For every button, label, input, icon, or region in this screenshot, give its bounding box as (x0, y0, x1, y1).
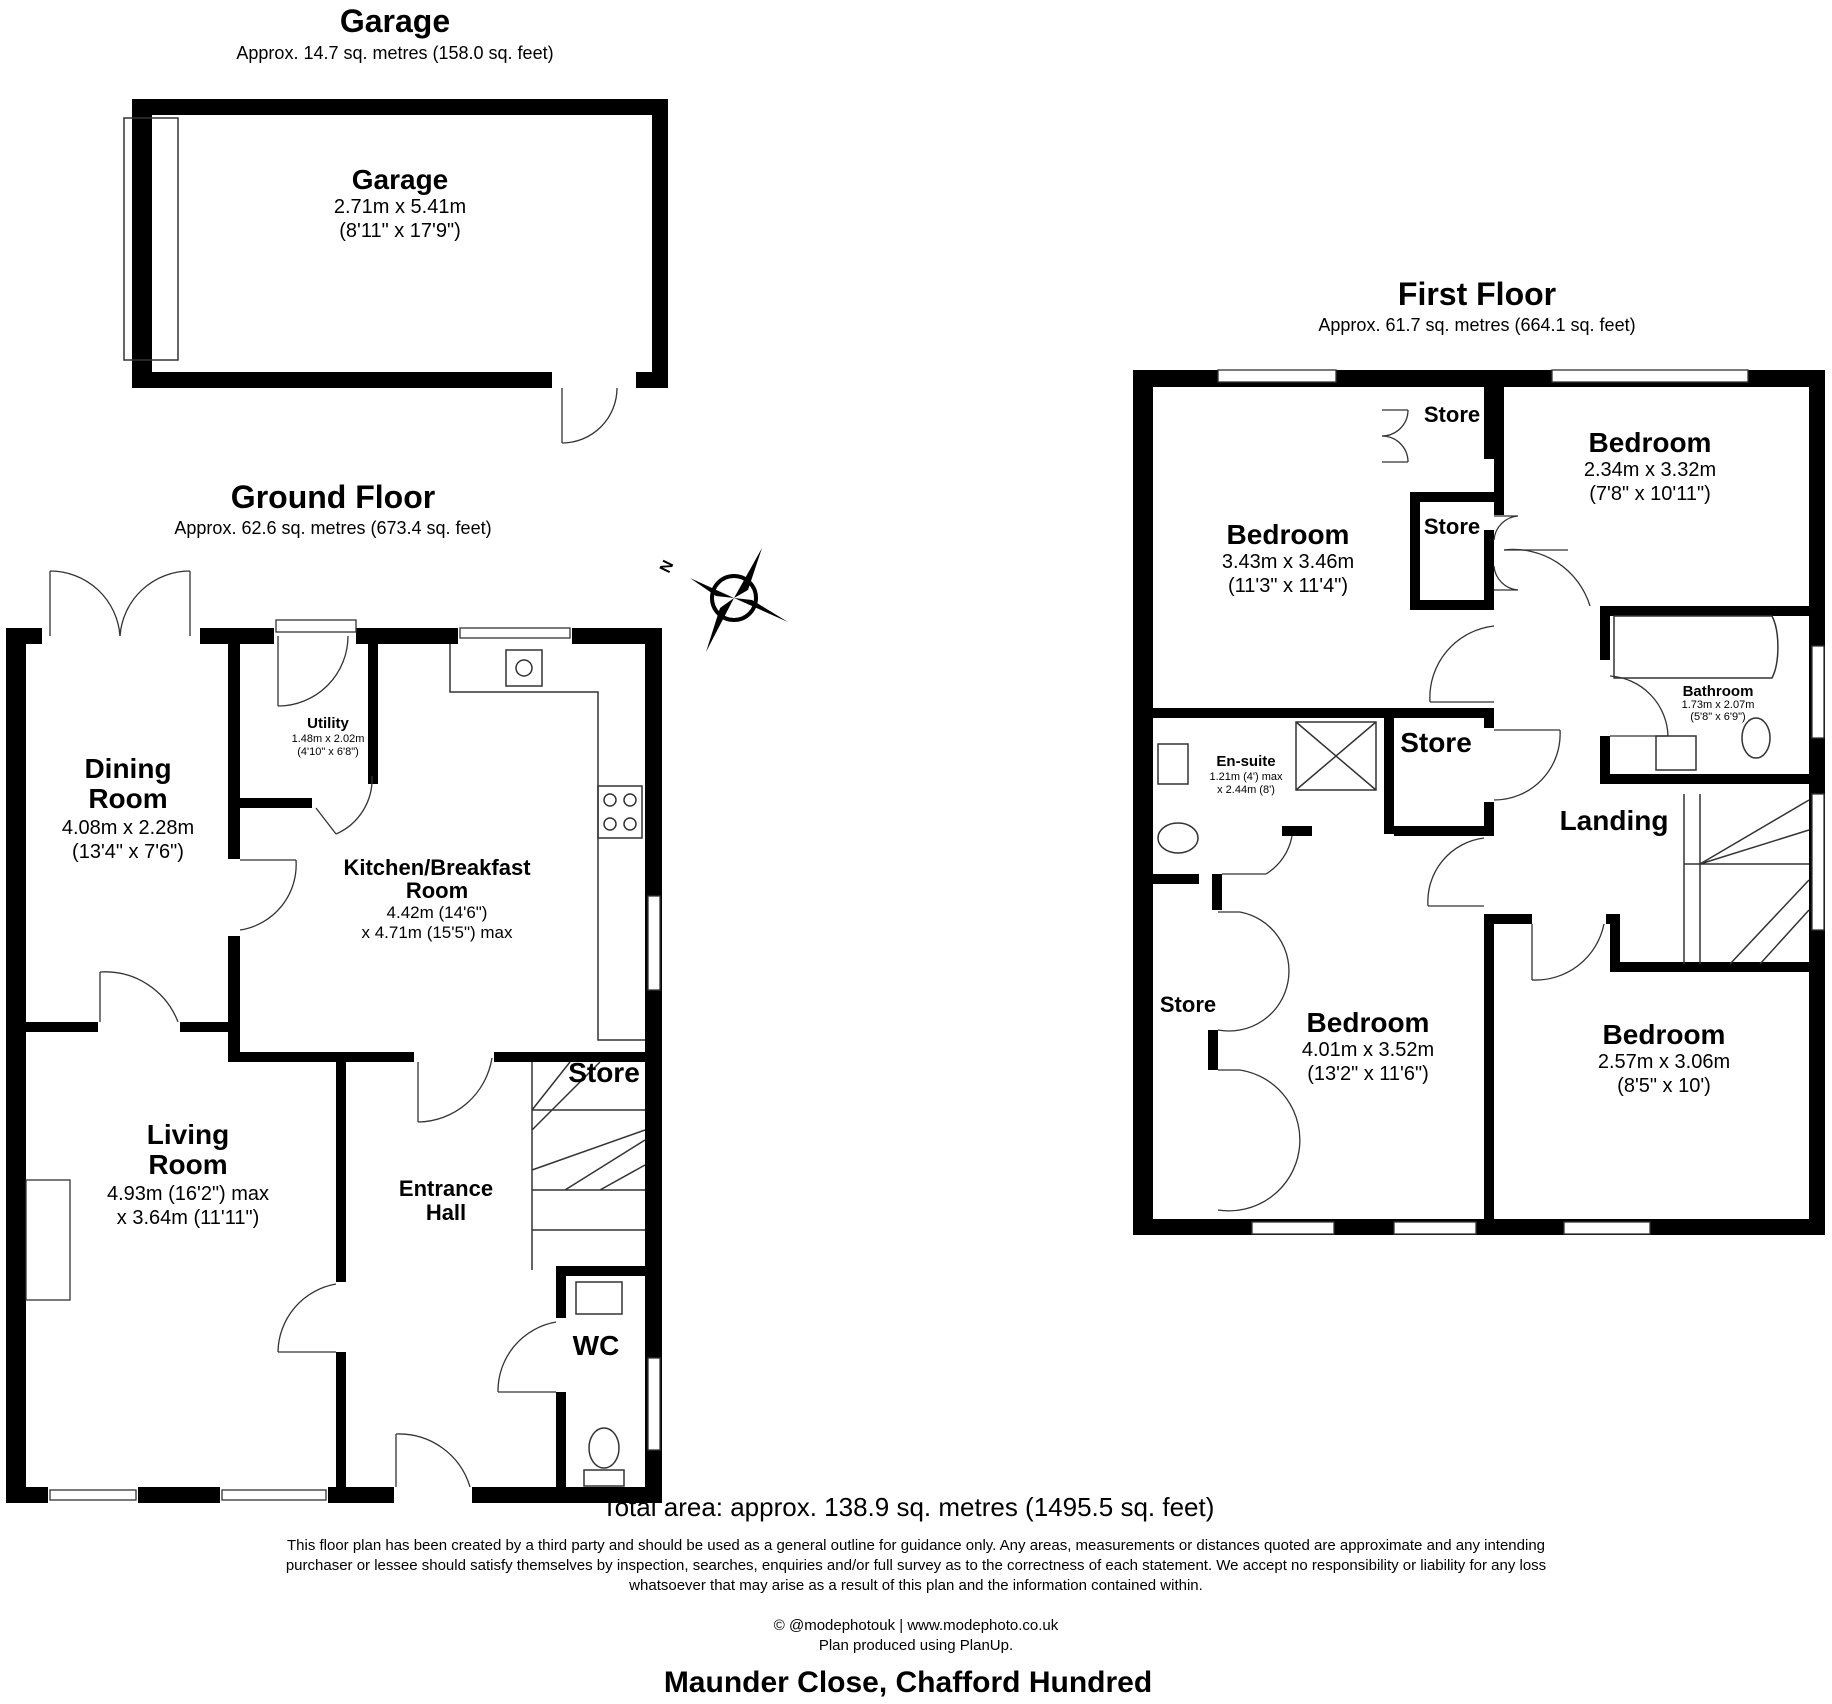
kitchen-name-2: Room (406, 878, 468, 903)
garage-room-dim-imperial: (8'11" x 17'9") (339, 220, 461, 242)
garage-room-name: Garage (352, 164, 449, 195)
kitchen-fittings (449, 644, 645, 1041)
wc-fittings (575, 1281, 625, 1487)
dining-room-name: Dining (84, 753, 171, 784)
first-floor-doors (1217, 409, 1669, 1212)
credit-line-2: Plan produced using PlanUp. (819, 1637, 1013, 1654)
first-floor-area: Approx. 61.7 sq. metres (664.1 sq. feet) (1318, 315, 1635, 335)
ground-store-name: Store (568, 1057, 640, 1088)
bathroom-name: Bathroom (1683, 683, 1754, 700)
first-floor-block: First Floor Approx. 61.7 sq. metres (664… (1133, 276, 1825, 1235)
garage-title: Garage (340, 3, 450, 39)
garage-block: Garage Approx. 14.7 sq. metres (158.0 sq… (123, 3, 668, 444)
ground-floor-doors (49, 570, 557, 1488)
utility-dim: 1.48m x 2.02m (292, 733, 365, 745)
compass: N (657, 548, 788, 652)
bedroom-bl-dim: 4.01m x 3.52m (1302, 1039, 1434, 1061)
entrance-hall-name-2: Hall (426, 1200, 466, 1225)
ground-floor-block: Ground Floor Approx. 62.6 sq. metres (67… (6, 479, 662, 1503)
bedroom-br-dim-imperial: (8'5" x 10') (1617, 1075, 1711, 1097)
bedroom-bl-dim-imperial: (13'2" x 11'6") (1307, 1063, 1429, 1085)
garage-door-panel (123, 117, 179, 361)
utility-dim-imperial: (4'10" x 6'8") (297, 746, 359, 758)
living-room-dim-2: x 3.64m (11'11") (117, 1207, 259, 1229)
bedroom-tr-name: Bedroom (1589, 427, 1712, 458)
disclaimer-line-3: whatsoever that may arise as a result of… (628, 1577, 1203, 1594)
first-floor-title: First Floor (1398, 276, 1556, 312)
kitchen-dim: 4.42m (14'6") (387, 903, 488, 922)
compass-north-label: N (657, 558, 677, 576)
kitchen-name: Kitchen/Breakfast (343, 855, 531, 880)
ground-floor-area: Approx. 62.6 sq. metres (673.4 sq. feet) (174, 518, 491, 538)
bedroom-br-name: Bedroom (1603, 1019, 1726, 1050)
wc-name: WC (573, 1330, 620, 1361)
first-floor-walls (1133, 370, 1825, 1235)
store-top-name: Store (1424, 402, 1480, 427)
bedroom-tl-name: Bedroom (1227, 519, 1350, 550)
bathroom-dim-imperial: (5'8" x 6'9") (1690, 711, 1745, 723)
entrance-hall-name: Entrance (399, 1176, 493, 1201)
bedroom-tl-dim: 3.43m x 3.46m (1222, 551, 1354, 573)
garage-side-door (561, 387, 618, 444)
disclaimer-line-1: This floor plan has been created by a th… (287, 1537, 1545, 1554)
footer: Total area: approx. 138.9 sq. metres (14… (286, 1492, 1546, 1699)
bedroom-tr-dim: 2.34m x 3.32m (1584, 459, 1716, 481)
total-area: Total area: approx. 138.9 sq. metres (14… (602, 1492, 1215, 1522)
ground-floor-walls (6, 628, 662, 1503)
ground-floor-stairs (531, 1061, 646, 1270)
garage-walls (132, 99, 668, 388)
bedroom-br-dim: 2.57m x 3.06m (1598, 1051, 1730, 1073)
dining-room-dim: 4.08m x 2.28m (62, 817, 194, 839)
first-floor-windows (1217, 369, 1825, 1235)
dining-room-name-2: Room (88, 783, 167, 814)
dining-room-dim-imperial: (13'4" x 7'6") (72, 841, 184, 863)
credit-line-1: © @modephotouk | www.modephoto.co.uk (774, 1617, 1059, 1634)
bedroom-tl-dim-imperial: (11'3" x 11'4") (1228, 575, 1348, 597)
first-floor-fittings (1157, 615, 1810, 965)
store-left-name: Store (1160, 992, 1216, 1017)
living-room-name-2: Room (148, 1149, 227, 1180)
utility-name: Utility (307, 715, 349, 732)
ensuite-dim: 1.21m (4') max (1209, 771, 1283, 783)
garage-room-dim: 2.71m x 5.41m (334, 196, 466, 218)
ensuite-name: En-suite (1216, 753, 1275, 770)
ground-floor-windows (25, 619, 661, 1501)
bedroom-bl-name: Bedroom (1307, 1007, 1430, 1038)
store-center-name: Store (1400, 727, 1472, 758)
living-room-dim: 4.93m (16'2") max (107, 1183, 269, 1205)
store-mid-name: Store (1424, 514, 1480, 539)
property-address: Maunder Close, Chafford Hundred (664, 1666, 1152, 1699)
living-room-name: Living (147, 1119, 229, 1150)
ensuite-dim-2: x 2.44m (8') (1217, 784, 1275, 796)
kitchen-dim-2: x 4.71m (15'5") max (362, 923, 513, 942)
bathroom-dim: 1.73m x 2.07m (1682, 699, 1755, 711)
disclaimer-line-2: purchaser or lessee should satisfy thems… (286, 1557, 1546, 1574)
garage-area: Approx. 14.7 sq. metres (158.0 sq. feet) (236, 43, 553, 63)
bedroom-tr-dim-imperial: (7'8" x 10'11") (1589, 483, 1711, 505)
landing-name: Landing (1560, 805, 1669, 836)
ground-floor-title: Ground Floor (231, 479, 435, 515)
